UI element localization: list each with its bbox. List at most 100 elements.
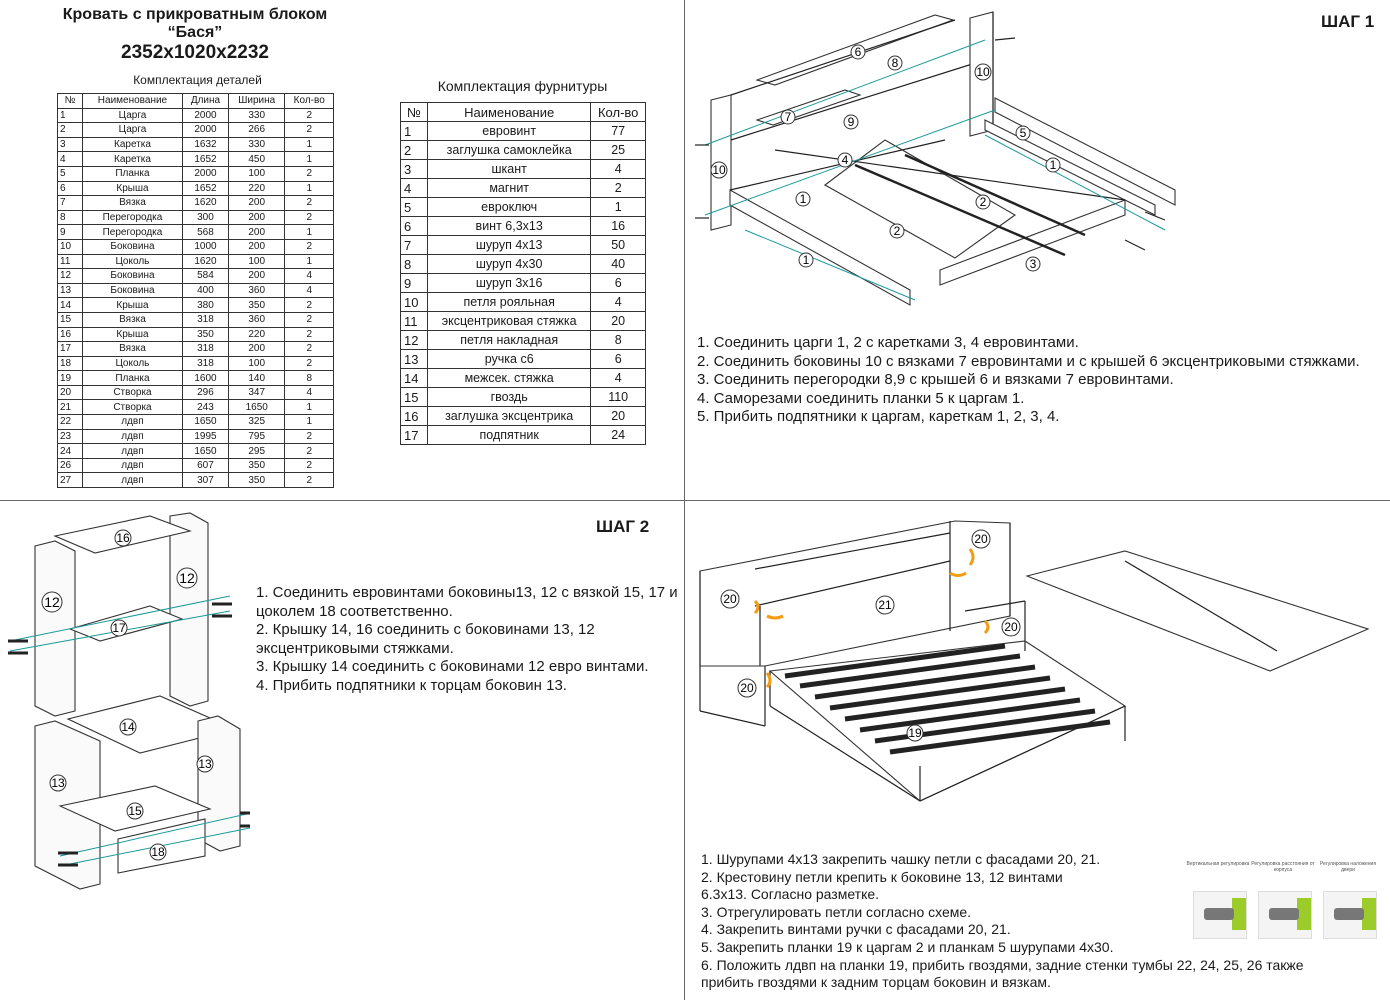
svg-text:10: 10 (712, 163, 726, 177)
step2-callout-12a: 12 (41, 591, 63, 613)
parts-cell: Вязка (82, 311, 183, 328)
parts-cell: 100 (227, 253, 286, 270)
parts-cell: 2000 (181, 107, 230, 124)
parts-cell: 18 (57, 355, 83, 372)
step3-instruction: прибить гвоздями к задним торцам боковин… (701, 974, 1051, 991)
step3-diagram: 20 20 20 20 21 19 (699, 520, 1370, 802)
parts-cell: 795 (227, 428, 286, 445)
step3-callout-20a: 20 (971, 529, 991, 549)
title-line-1: Кровать с прикроватным блоком (62, 6, 328, 23)
hardware-cell: 17 (400, 425, 428, 445)
hardware-header-cell: Кол-во (590, 102, 646, 122)
parts-cell: 1600 (181, 370, 230, 386)
parts-header-cell: Наименование (82, 93, 183, 109)
parts-cell: 1620 (181, 195, 230, 211)
hardware-cell: 2 (400, 140, 428, 160)
parts-cell: 347 (227, 384, 286, 401)
parts-cell: 13 (57, 282, 83, 299)
parts-cell: 2 (284, 297, 334, 313)
parts-cell: Цоколь (82, 355, 183, 372)
parts-cell: лдвп (82, 414, 183, 430)
svg-text:14: 14 (121, 720, 135, 734)
parts-cell: 380 (181, 297, 230, 313)
parts-cell: Боковина (82, 268, 183, 284)
parts-cell: 23 (57, 428, 83, 445)
step1-callout-10a: 10 (974, 63, 992, 81)
hardware-cell: 4 (400, 178, 428, 198)
parts-cell: 26 (57, 457, 83, 474)
parts-cell: 330 (227, 107, 286, 124)
parts-cell: 350 (227, 457, 286, 474)
parts-cell: 2 (284, 457, 334, 474)
rail-1-right (994, 97, 1176, 206)
parts-cell: 350 (227, 472, 286, 489)
parts-cell: Царга (82, 107, 183, 124)
parts-cell: 1000 (181, 238, 230, 255)
hardware-cell: 4 (590, 368, 646, 388)
step2-callout-16: 16 (114, 529, 132, 547)
hardware-cell: винт 6,3x13 (426, 216, 592, 236)
step2-callout-12b: 12 (176, 567, 198, 589)
hardware-cell: 12 (400, 330, 428, 350)
step1-callout-7: 7 (780, 109, 796, 125)
fibreboard-panel (1025, 550, 1370, 672)
parts-cell: 20 (57, 384, 83, 401)
parts-cell: Царга (82, 122, 183, 138)
hardware-cell: петля накладная (426, 330, 592, 350)
parts-cell: 1620 (181, 253, 230, 270)
parts-cell: 11 (57, 253, 83, 270)
parts-cell: 14 (57, 297, 83, 313)
parts-cell: 17 (57, 341, 83, 357)
hardware-cell: 6 (590, 273, 646, 293)
step2-callout-18: 18 (149, 843, 167, 861)
svg-text:10: 10 (976, 65, 990, 79)
hardware-cell: шуруп 3x16 (426, 273, 592, 293)
parts-cell: 200 (227, 341, 286, 357)
svg-text:13: 13 (51, 776, 65, 790)
parts-cell: 2 (284, 107, 334, 124)
hardware-cell: 8 (400, 254, 428, 274)
parts-cell: Планка (82, 165, 183, 182)
rail-1-front (729, 189, 911, 306)
hardware-cell: 10 (400, 292, 428, 312)
svg-text:3: 3 (1030, 257, 1037, 271)
step2-diagram: 16 12 12 17 14 13 13 15 18 (8, 512, 250, 890)
parts-cell: 1 (284, 136, 334, 153)
svg-text:2: 2 (980, 195, 987, 209)
hardware-cell: петля рояльная (426, 292, 592, 312)
parts-cell: 2 (284, 326, 334, 343)
hardware-cell: заглушка эксцентрика (426, 406, 592, 426)
svg-text:20: 20 (740, 681, 754, 695)
step1-instruction: 5. Прибить подпятники к царгам, кареткам… (697, 408, 1060, 425)
parts-cell: Створка (82, 384, 183, 401)
parts-cell: 2 (284, 238, 334, 255)
step2-instruction: 4. Прибить подпятники к торцам боковин 1… (256, 676, 567, 694)
rail-2-mid (823, 139, 1017, 259)
parts-cell: 1 (284, 414, 334, 430)
hardware-cell: евровинт (426, 121, 592, 141)
step1-label: ШАГ 1 (1321, 12, 1375, 31)
parts-cell: 2 (284, 355, 334, 372)
parts-cell: 2 (284, 472, 334, 489)
hardware-cell: эксцентриковая стяжка (426, 311, 592, 331)
svg-text:5: 5 (1020, 126, 1027, 140)
svg-text:6: 6 (855, 45, 862, 59)
